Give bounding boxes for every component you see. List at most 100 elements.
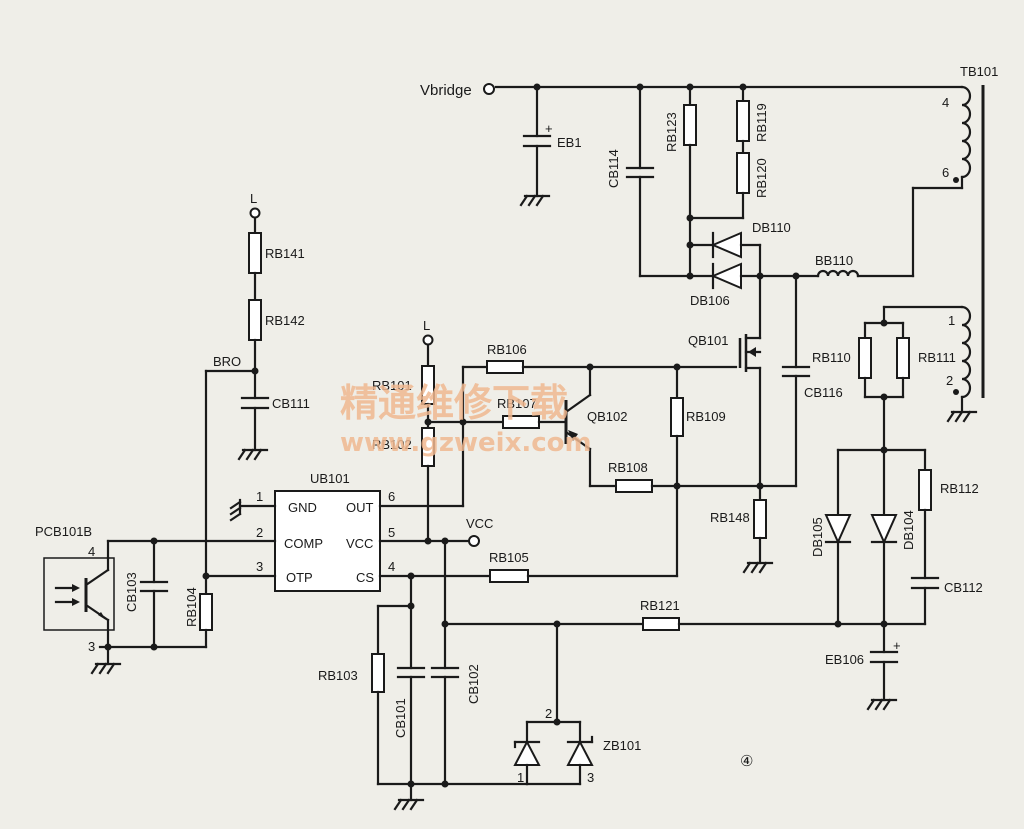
svg-text:1: 1 <box>948 313 955 328</box>
bro-label: BRO <box>213 354 241 369</box>
pcb101b-label: PCB101B <box>35 524 92 539</box>
rb112-label: RB112 <box>940 481 979 496</box>
rb142-label: RB142 <box>265 313 305 328</box>
qb102-label: QB102 <box>587 409 627 424</box>
resistor-rb109: RB109 <box>670 365 726 488</box>
svg-text:2: 2 <box>545 706 552 721</box>
db104-label: DB104 <box>901 510 916 550</box>
resistor-rb110: RB110 <box>812 305 905 399</box>
svg-text:1: 1 <box>256 489 263 504</box>
capacitor-cb114: CB114 <box>606 85 692 278</box>
watermark-title: 精通维修下载 <box>340 381 568 425</box>
bb110-label: BB110 <box>815 253 853 268</box>
rb104-label: RB104 <box>184 587 199 627</box>
svg-text:L: L <box>250 191 257 206</box>
rb108-label: RB108 <box>608 460 648 475</box>
resistor-rb111: RB111 <box>863 321 956 452</box>
cb116-label: CB116 <box>804 385 843 400</box>
vbridge-label: Vbridge <box>420 82 472 99</box>
svg-text:4: 4 <box>942 95 949 110</box>
rb120-label: RB120 <box>754 158 769 198</box>
rb121-label: RB121 <box>640 598 680 613</box>
svg-text:+: + <box>545 121 553 136</box>
rb107-label: RB107 <box>497 396 537 411</box>
bead-bb110: BB110 <box>794 253 915 278</box>
transistor-qb102: QB102 <box>564 365 627 488</box>
rb106-label: RB106 <box>487 342 527 357</box>
svg-text:6: 6 <box>388 489 395 504</box>
eb1-label: EB1 <box>557 135 582 150</box>
resistor-rb142 <box>248 299 262 341</box>
output-network: DB105 DB104 RB112 CB112 <box>810 446 983 626</box>
capacitor-cb102: CB102 <box>430 540 481 786</box>
diode-db104 <box>870 514 898 545</box>
svg-text:3: 3 <box>88 639 95 654</box>
figure-number: ④ <box>740 753 753 770</box>
resistor-rb148: RB148 <box>710 499 774 574</box>
capacitor-cb116: CB116 <box>781 274 843 488</box>
rb123-label: RB123 <box>664 112 679 152</box>
mosfet-qb101: QB101 <box>688 274 762 502</box>
svg-text:GND: GND <box>288 500 317 515</box>
watermark: 精通维修下载 www.gzweix.com <box>340 381 592 458</box>
resistor-rb108: RB108 <box>588 460 798 493</box>
ground-bus <box>376 780 582 811</box>
svg-text:OUT: OUT <box>346 500 374 515</box>
rb102-label: RB102 <box>372 437 412 452</box>
svg-text:L: L <box>423 318 430 333</box>
diode-db106: DB106 <box>686 262 798 308</box>
db106-label: DB106 <box>690 293 730 308</box>
rb141-label: RB141 <box>265 246 305 261</box>
resistor-rb101: L RB101 <box>372 318 465 430</box>
vcc-terminal <box>468 535 480 547</box>
resistor-rb102: RB102 <box>372 427 435 543</box>
transformer-tb101: TB101 4 6 1 2 <box>882 64 998 423</box>
db105-label: DB105 <box>810 517 825 557</box>
resistor-rb107: RB107 <box>461 396 568 429</box>
svg-text:2: 2 <box>946 373 953 388</box>
svg-text:+: + <box>893 638 901 653</box>
resistor-rb119: RB119 <box>736 85 769 155</box>
svg-text:4: 4 <box>388 559 395 574</box>
resistor-rb104: RB104 <box>184 572 277 649</box>
resistor-rb103: RB103 <box>318 602 415 786</box>
rb109-label: RB109 <box>686 409 726 424</box>
resistor-rb123: RB123 <box>664 85 697 220</box>
rb148-label: RB148 <box>710 510 750 525</box>
svg-text:1: 1 <box>517 770 524 785</box>
cb102-label: CB102 <box>466 664 481 704</box>
svg-text:COMP: COMP <box>284 536 323 551</box>
svg-text:3: 3 <box>587 770 594 785</box>
rb110-label: RB110 <box>812 350 851 365</box>
svg-text:VCC: VCC <box>346 536 373 551</box>
eb106-label: EB106 <box>825 652 864 667</box>
rb103-label: RB103 <box>318 668 358 683</box>
svg-text:5: 5 <box>388 525 395 540</box>
optocoupler-pcb101b: CB103 PCB101B 4 3 <box>35 524 277 675</box>
resistor-rb105: RB105 <box>489 484 679 583</box>
cb103-label: CB103 <box>124 572 139 612</box>
qb101-label: QB101 <box>688 333 728 348</box>
l-terminal-2 <box>422 334 434 346</box>
zener-zb101: 2 1 3 ZB101 <box>513 622 641 786</box>
capacitor-cb101: CB101 <box>393 574 426 786</box>
resistor-rb141 <box>248 232 262 274</box>
resistor-rb112 <box>918 469 932 511</box>
resistor-rb120: RB120 <box>686 152 769 222</box>
capacitor-eb106: + EB106 <box>825 622 901 711</box>
capacitor-eb1: + EB1 <box>519 85 582 207</box>
svg-text:3: 3 <box>256 559 263 574</box>
db110-label: DB110 <box>752 220 791 235</box>
resistor-rb106: RB106 <box>486 342 738 374</box>
svg-text:OTP: OTP <box>286 570 313 585</box>
svg-text:6: 6 <box>942 165 949 180</box>
svg-text:2: 2 <box>256 525 263 540</box>
resistor-rb121: RB121 <box>441 598 927 631</box>
rb101-label: RB101 <box>372 378 412 393</box>
cb114-label: CB114 <box>606 149 621 188</box>
ub101-label: UB101 <box>310 471 350 486</box>
diode-db110: DB110 <box>686 216 791 278</box>
rb119-label: RB119 <box>754 103 769 142</box>
cb101-label: CB101 <box>393 698 408 738</box>
